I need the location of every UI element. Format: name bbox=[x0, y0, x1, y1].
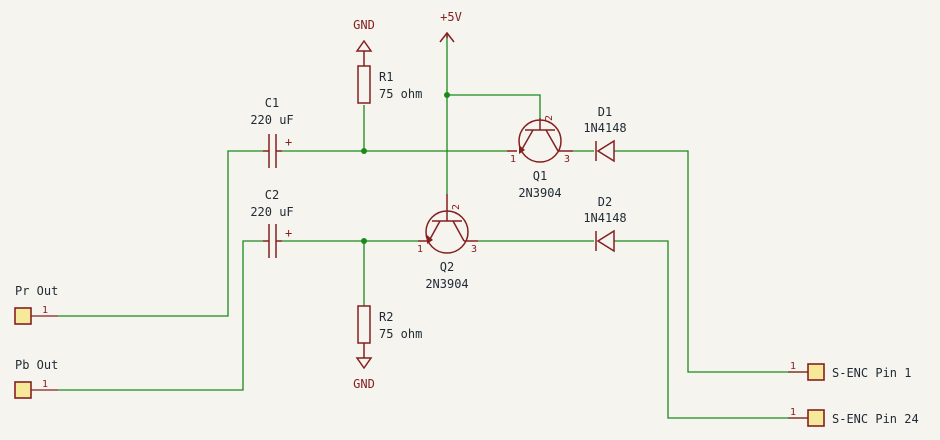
wires bbox=[58, 35, 808, 419]
capacitor-c2: + C2 220 uF bbox=[250, 188, 294, 258]
connector-senc-pin24: 1 S-ENC Pin 24 bbox=[788, 407, 919, 427]
q1-pin2: 2 bbox=[544, 115, 555, 121]
senc1-label: S-ENC Pin 1 bbox=[832, 366, 911, 380]
junction-dot bbox=[361, 148, 367, 154]
resistor-body-icon bbox=[357, 305, 371, 344]
gnd-arrow-icon bbox=[355, 39, 373, 52]
vcc-label: +5V bbox=[440, 10, 462, 24]
c1-polarity: + bbox=[285, 135, 292, 149]
gnd-label-top: GND bbox=[353, 18, 375, 32]
resistor-r2: R2 75 ohm bbox=[357, 305, 422, 344]
gnd-symbol-top: GND bbox=[353, 18, 375, 58]
q1-pin1: 1 bbox=[510, 154, 516, 165]
emitter-arrow-icon bbox=[519, 145, 525, 154]
pr-out-label: Pr Out bbox=[15, 284, 58, 298]
diode-triangle-icon bbox=[596, 229, 615, 253]
wire-pb-out bbox=[58, 240, 263, 391]
wire-d1-senc1 bbox=[614, 150, 808, 373]
wire-d2-senc24 bbox=[614, 240, 808, 419]
diode-d2: D2 1N4148 bbox=[583, 195, 627, 253]
q1-value: 2N3904 bbox=[518, 186, 561, 200]
d2-ref: D2 bbox=[598, 195, 612, 209]
r2-ref: R2 bbox=[379, 310, 393, 324]
resistor-r1: R1 75 ohm bbox=[357, 58, 422, 104]
d1-value: 1N4148 bbox=[583, 121, 626, 135]
r2-value: 75 ohm bbox=[379, 327, 422, 341]
gnd-label-bottom: GND bbox=[353, 377, 375, 391]
connector-senc-pin1: 1 S-ENC Pin 1 bbox=[788, 361, 911, 381]
connector-pin-icon bbox=[807, 409, 825, 427]
senc24-label: S-ENC Pin 24 bbox=[832, 412, 919, 426]
c2-polarity: + bbox=[285, 226, 292, 240]
q2-pin3: 3 bbox=[471, 244, 477, 255]
r1-ref: R1 bbox=[379, 70, 393, 84]
c2-value: 220 uF bbox=[250, 205, 293, 219]
connector-pin-icon bbox=[14, 307, 32, 325]
d1-ref: D1 bbox=[598, 105, 612, 119]
connector-pb-out: 1 Pb Out bbox=[14, 358, 58, 399]
q2-ref: Q2 bbox=[440, 260, 454, 274]
connector-pin-icon bbox=[14, 381, 32, 399]
transistor-q2: 1 2 3 Q2 2N3904 bbox=[417, 194, 478, 291]
diode-triangle-icon bbox=[596, 139, 615, 163]
transistor-q1: 1 2 3 Q1 2N3904 bbox=[507, 115, 573, 200]
pr-out-pin: 1 bbox=[42, 305, 48, 316]
q1-pin3: 3 bbox=[564, 154, 570, 165]
c1-ref: C1 bbox=[265, 96, 279, 110]
q2-pin2: 2 bbox=[451, 204, 462, 210]
gnd-symbol-bottom: GND bbox=[353, 343, 375, 391]
vcc-symbol: +5V bbox=[439, 10, 462, 43]
d2-value: 1N4148 bbox=[583, 211, 626, 225]
diode-d1: D1 1N4148 bbox=[583, 105, 627, 163]
q2-value: 2N3904 bbox=[425, 277, 468, 291]
c1-value: 220 uF bbox=[250, 113, 293, 127]
resistor-body-icon bbox=[357, 65, 371, 104]
c2-ref: C2 bbox=[265, 188, 279, 202]
pb-out-pin: 1 bbox=[42, 379, 48, 390]
capacitor-c1: + C1 220 uF bbox=[250, 96, 294, 168]
q2-pin1: 1 bbox=[417, 244, 423, 255]
connector-pr-out: 1 Pr Out bbox=[14, 284, 58, 325]
q1-ref: Q1 bbox=[533, 169, 547, 183]
gnd-arrow-icon bbox=[355, 357, 373, 370]
junction-dot bbox=[361, 238, 367, 244]
junction-dot bbox=[444, 92, 450, 98]
r1-value: 75 ohm bbox=[379, 87, 422, 101]
emitter-arrow-icon bbox=[427, 235, 433, 244]
senc24-pin: 1 bbox=[790, 407, 796, 418]
connector-pin-icon bbox=[807, 363, 825, 381]
wire-vcc-q1 bbox=[447, 94, 541, 118]
pb-out-label: Pb Out bbox=[15, 358, 58, 372]
wire-pr-out bbox=[58, 150, 263, 317]
senc1-pin: 1 bbox=[790, 361, 796, 372]
